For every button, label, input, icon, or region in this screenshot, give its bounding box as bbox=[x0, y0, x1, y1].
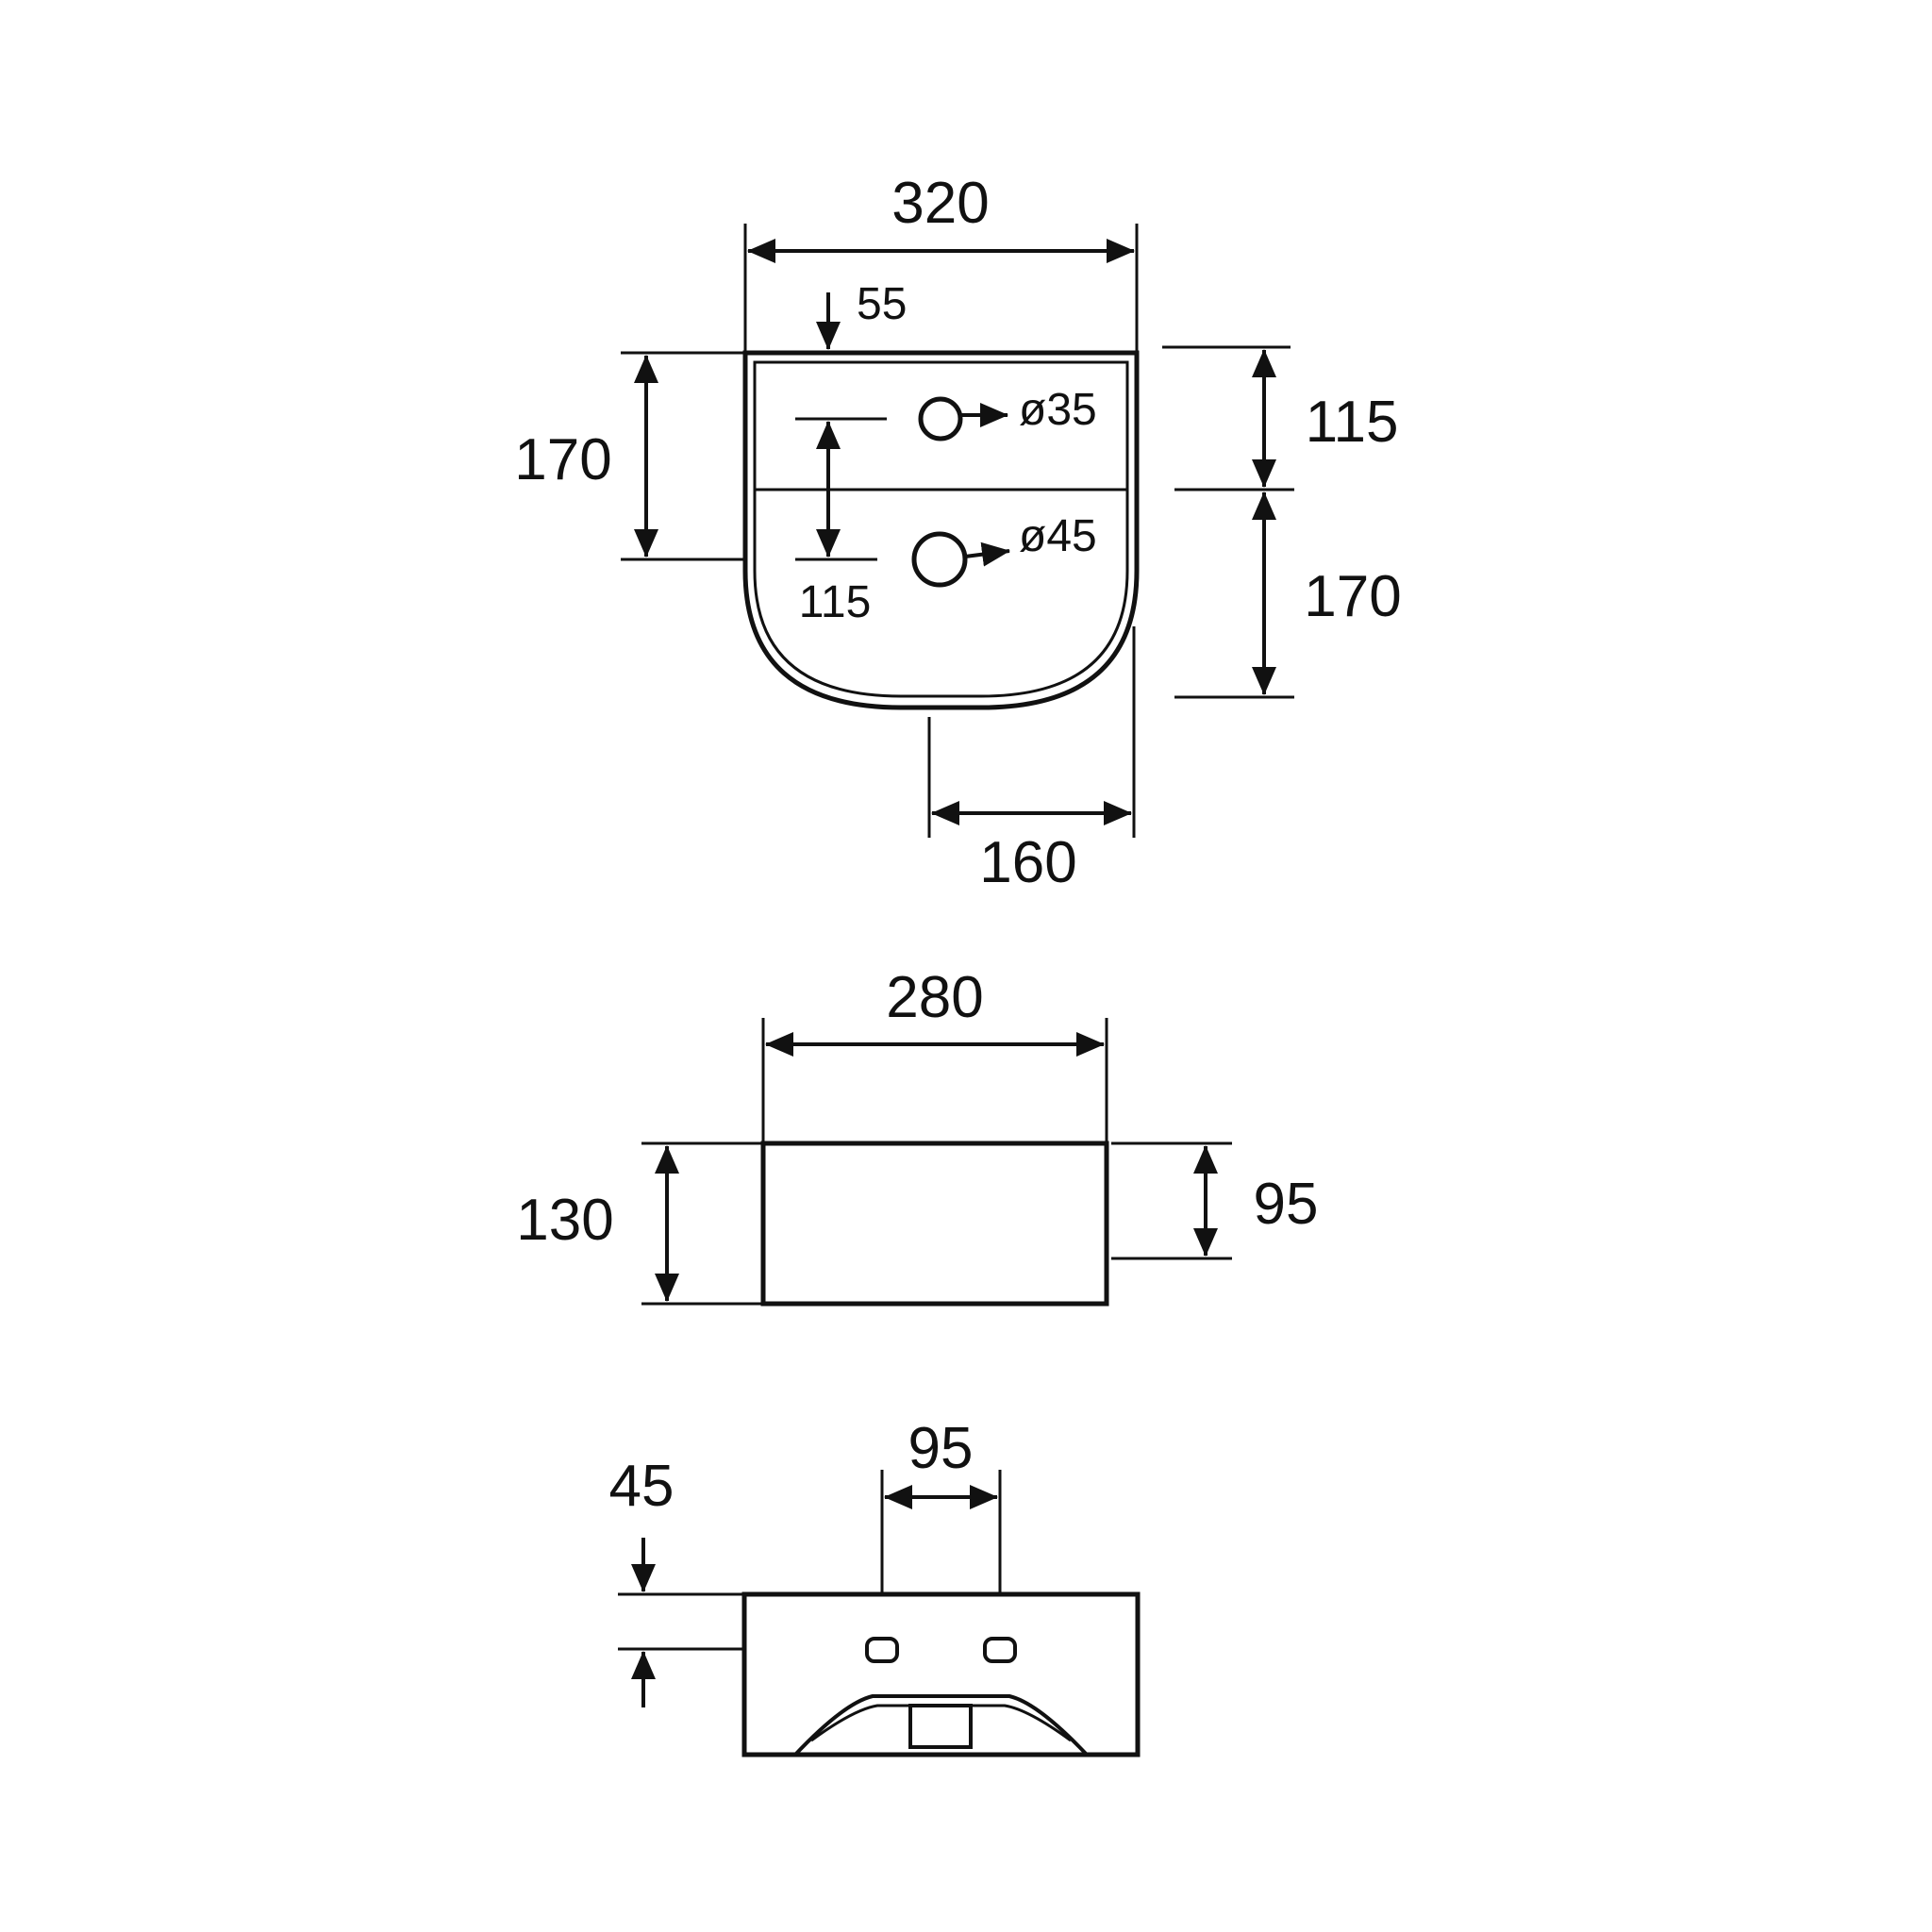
tap-hole-diameter-label: ø35 bbox=[1019, 385, 1097, 435]
mounting-hole-left bbox=[865, 1637, 899, 1663]
trap-cutout-inner bbox=[810, 1704, 1072, 1742]
basin-outer-outline bbox=[742, 350, 1140, 710]
front-width-label: 280 bbox=[886, 965, 983, 1030]
back-view: 95 45 bbox=[609, 1416, 1141, 1757]
inner-spacing-label: 115 bbox=[799, 577, 872, 627]
right-upper-label: 115 bbox=[1306, 390, 1399, 455]
back-view-body bbox=[741, 1591, 1141, 1757]
left-height-label: 170 bbox=[514, 427, 611, 492]
top-width-label: 320 bbox=[891, 171, 989, 236]
hole-spacing-label: 95 bbox=[908, 1416, 974, 1481]
trap-cutout-outer bbox=[793, 1694, 1089, 1757]
drain-hole-circle bbox=[911, 531, 968, 588]
drain-outlet bbox=[908, 1704, 973, 1749]
top-view: ø35 ø45 320 55 170 115 115 170 bbox=[514, 171, 1401, 895]
basin-inner-outline bbox=[753, 360, 1129, 698]
bottom-half-width-label: 160 bbox=[979, 830, 1076, 895]
front-view: 280 130 95 bbox=[516, 965, 1319, 1307]
back-offset-label: 55 bbox=[857, 279, 907, 329]
right-lower-label: 170 bbox=[1304, 564, 1401, 629]
front-view-body bbox=[760, 1141, 1109, 1307]
hole-height-label: 45 bbox=[609, 1454, 675, 1519]
mounting-hole-right bbox=[983, 1637, 1017, 1663]
tap-hole-circle bbox=[918, 396, 963, 441]
front-height-label: 130 bbox=[516, 1188, 613, 1253]
drain-hole-leader bbox=[964, 541, 1010, 567]
drain-hole-diameter-label: ø45 bbox=[1019, 511, 1097, 561]
front-right-height-label: 95 bbox=[1254, 1172, 1319, 1237]
